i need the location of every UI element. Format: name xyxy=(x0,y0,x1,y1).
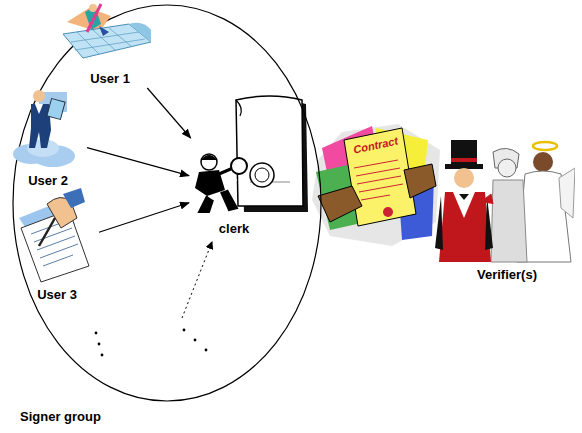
user-node: User 3 xyxy=(15,188,99,304)
node-label: User 3 xyxy=(15,287,99,302)
contract-clipart xyxy=(312,124,440,246)
verifier-node: Verifier(s) xyxy=(433,136,581,284)
node-label: User 1 xyxy=(59,71,161,86)
user-node: User 2 xyxy=(9,84,87,190)
node-icon xyxy=(9,84,81,174)
arrow-connector xyxy=(87,148,189,176)
ellipsis-dots xyxy=(95,329,208,357)
node-icon xyxy=(185,138,269,226)
dotted-arrow xyxy=(182,242,212,318)
node-icon xyxy=(59,2,155,72)
node-label: Signer group xyxy=(20,409,101,424)
certificate xyxy=(236,96,308,212)
node-icon xyxy=(433,138,575,268)
node-label: User 2 xyxy=(9,173,87,188)
signer-group-region: Signer group User 1 User 2 User 3 clerk xyxy=(8,2,326,430)
arrow-connector xyxy=(99,203,189,232)
node-label: Verifier(s) xyxy=(433,267,581,282)
node-icon xyxy=(15,188,93,288)
clerk-node: clerk xyxy=(189,138,279,238)
node-label: clerk xyxy=(189,221,279,236)
arrow-connector xyxy=(147,88,190,138)
user-node: User 1 xyxy=(59,2,161,88)
